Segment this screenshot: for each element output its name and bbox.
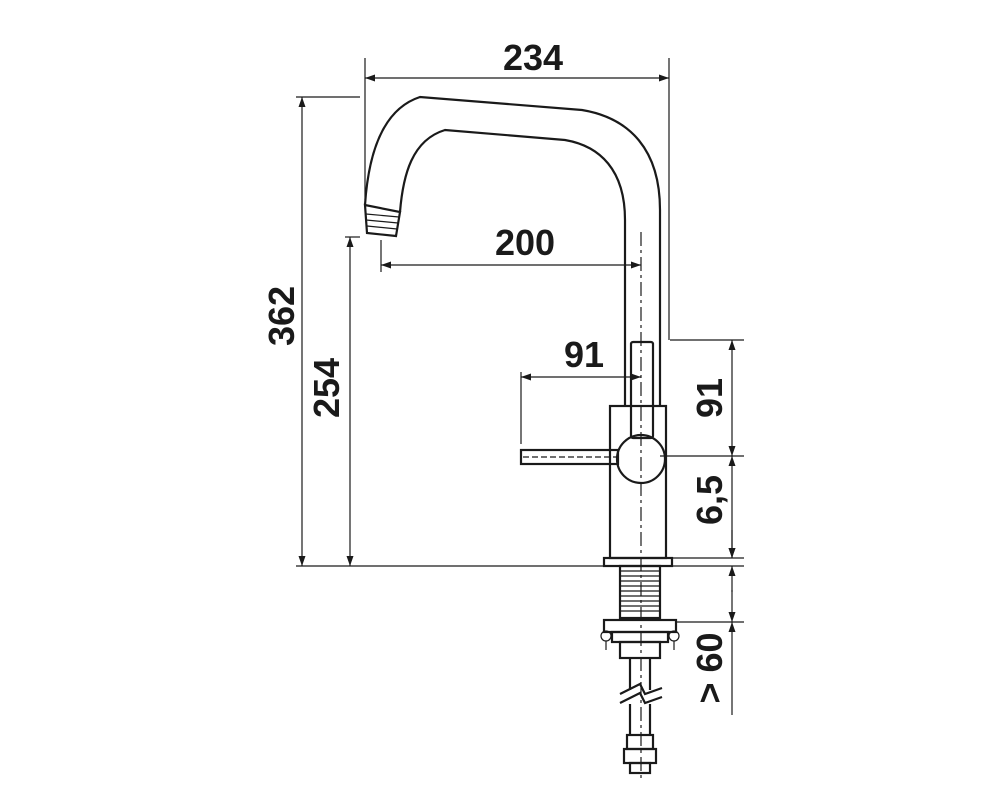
dim-label-total-height: 362 [261,286,302,346]
extension-lines [296,58,744,623]
dim-label-handle-reach: 91 [564,334,604,375]
dim-label-base-height: 6,5 [689,475,730,525]
dimension-lines [298,74,736,715]
dim-label-reach: 200 [495,222,555,263]
dim-label-total-width: 234 [503,37,563,78]
dim-label-lever-height: 91 [689,378,730,418]
faucet-outline [363,95,680,775]
dim-label-min-mount-depth: > 60 [689,632,730,703]
dim-label-spout-height: 254 [306,358,347,418]
